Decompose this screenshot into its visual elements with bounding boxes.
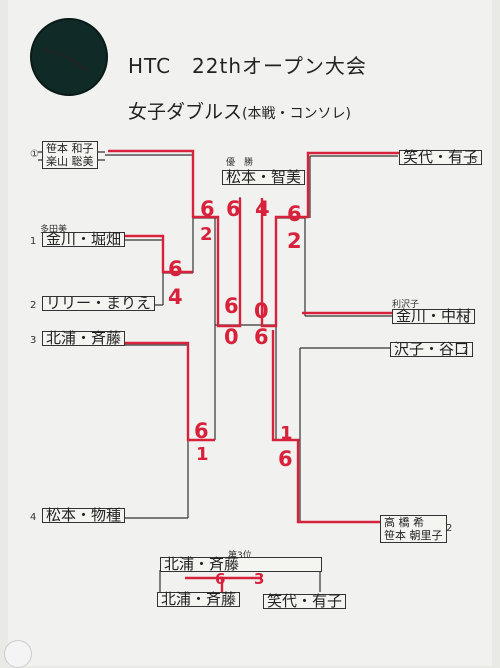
subtitle-note: (本戦・コンソレ) <box>242 106 351 122</box>
champion-name: 松本・智美 <box>222 170 306 185</box>
score-semi-right-b: 6 <box>254 325 269 349</box>
seed-left-0: ① <box>30 149 39 160</box>
seed-left-1: 1 <box>30 236 37 247</box>
seed-left-4: 4 <box>30 512 37 523</box>
entry-right-0: 笑代・有子 <box>399 150 483 165</box>
entry-left-0: 笹本 和子 楽山 聡美 <box>42 141 98 169</box>
entry-right-3: 高 橋 希 笹本 朝里子 <box>380 515 447 543</box>
entry-left-1-label: 多田美 <box>40 225 68 235</box>
page-title: HTC 22thオープン大会 <box>128 54 367 78</box>
score-final-left: 6 <box>226 197 241 221</box>
entry-left-4: 松本・物種 <box>42 508 126 523</box>
score-r2-right-b: 2 <box>287 229 302 253</box>
third-score-b: 3 <box>254 570 265 588</box>
score-r1-b: 4 <box>168 285 183 309</box>
entry-right-2: 沢子・谷口 <box>390 342 474 357</box>
entry-left-0-name-a: 笹本 和子 <box>46 142 94 155</box>
subtitle-main: 女子ダブルス <box>128 101 243 123</box>
score-r2-top-b: 2 <box>200 224 213 245</box>
score-semi-left-a: 6 <box>224 294 239 318</box>
third-match-right: 笑代・有子 <box>263 594 347 609</box>
third-score-a: 6 <box>215 570 226 588</box>
score-r1-a: 6 <box>168 257 183 281</box>
entry-right-3-name-a: 高 橋 希 <box>384 516 424 529</box>
seed-right-1: 6 <box>463 314 470 325</box>
page-subtitle: 女子ダブルス(本戦・コンソレ) <box>128 97 351 124</box>
third-place-name: 北浦・斉藤 <box>160 557 322 572</box>
score-r2-bottom-a: 6 <box>194 419 209 443</box>
champion-label: 優 勝 <box>226 158 254 168</box>
third-place-label: 第3位 <box>228 551 252 561</box>
third-match-left: 北浦・斉藤 <box>157 592 241 607</box>
entry-left-1: 金川・堀畑 <box>42 232 126 247</box>
score-r2-right-a: 6 <box>287 202 302 226</box>
seed-right-0: 5 <box>471 155 478 166</box>
entry-left-2: リリー・まりえ <box>42 296 156 311</box>
score-r2-top-a: 6 <box>200 197 215 221</box>
seed-left-2: 2 <box>30 300 37 311</box>
seed-right-2: 7 <box>462 346 469 357</box>
seed-left-3: 3 <box>30 335 37 346</box>
score-r2-right-bottom-a: 1 <box>280 423 293 444</box>
score-r2-right-bottom-b: 6 <box>278 447 293 471</box>
entry-right-1-label: 利沢子 <box>392 300 420 310</box>
score-final-right: 4 <box>255 197 270 221</box>
score-semi-right-a: 0 <box>254 299 269 323</box>
push-pin <box>4 640 32 668</box>
seed-right-3: 2 <box>446 523 453 534</box>
score-semi-left-b: 0 <box>224 325 239 349</box>
entry-right-1: 金川・中村 <box>392 309 476 324</box>
entry-left-3: 北浦・斉藤 <box>42 331 126 346</box>
score-r2-bottom-b: 1 <box>196 444 209 465</box>
wall-clock <box>30 18 108 96</box>
entry-left-0-name-b: 楽山 聡美 <box>46 155 94 168</box>
entry-right-3-name-b: 笹本 朝里子 <box>384 529 443 542</box>
